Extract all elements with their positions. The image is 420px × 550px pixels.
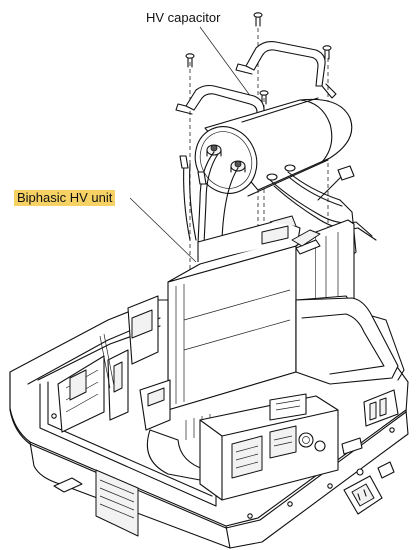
- screw-middle: [259, 90, 269, 105]
- capacitor-terminals: [206, 144, 246, 173]
- ac-inlet-socket: [343, 461, 395, 515]
- screw-top: [253, 12, 263, 27]
- screw-left: [185, 53, 195, 68]
- biphasic-hv-unit-label: Biphasic HV unit: [14, 190, 116, 206]
- biphasic-hv-unit-leader: [129, 197, 197, 263]
- left-circuit-board: [57, 295, 159, 433]
- power-board: [199, 393, 339, 501]
- hv-capacitor-label: HV capacitor: [146, 10, 221, 25]
- capacitor-strap-upper: [235, 41, 337, 99]
- right-terminal-block: [341, 389, 399, 455]
- centre-board: [139, 379, 211, 481]
- housing-screws: [51, 413, 395, 519]
- screw-right: [322, 45, 332, 60]
